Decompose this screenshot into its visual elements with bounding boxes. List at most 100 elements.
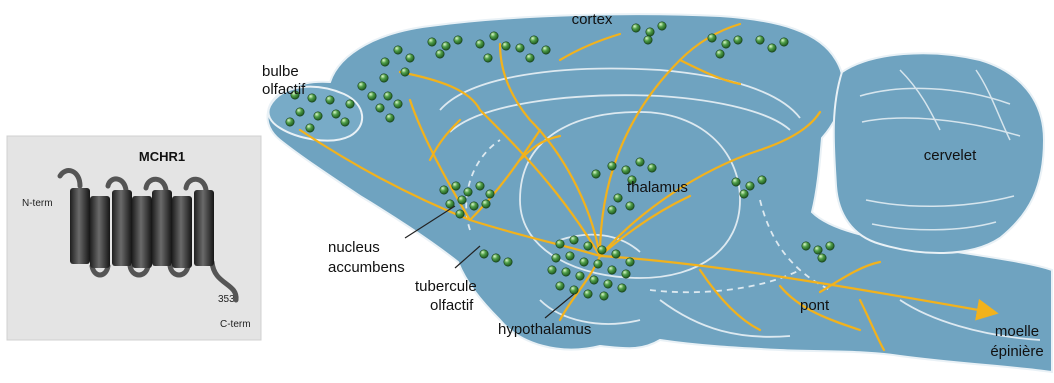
neuron-9 xyxy=(341,118,349,126)
tubercule-label-line2: olfactif xyxy=(430,297,474,314)
neuron-71 xyxy=(570,236,578,244)
neuron-27 xyxy=(502,42,510,50)
neuron-57 xyxy=(636,158,644,166)
neuron-41 xyxy=(756,36,764,44)
neuron-15 xyxy=(386,114,394,122)
neuron-74 xyxy=(612,250,620,258)
neuron-44 xyxy=(440,186,448,194)
nucleus-label-line2: accumbens xyxy=(328,259,405,276)
neuron-3 xyxy=(296,108,304,116)
neuron-10 xyxy=(358,82,366,90)
neuron-83 xyxy=(562,268,570,276)
neuron-89 xyxy=(570,286,578,294)
neuron-5 xyxy=(332,110,340,118)
neuron-17 xyxy=(394,46,402,54)
neuron-58 xyxy=(648,164,656,172)
neuron-73 xyxy=(598,246,606,254)
moelle-label-line2: épinière xyxy=(990,343,1043,360)
neuron-38 xyxy=(722,40,730,48)
receptor-title: MCHR1 xyxy=(139,149,185,164)
neuron-75 xyxy=(626,258,634,266)
neuron-82 xyxy=(548,266,556,274)
n-term-label: N-term xyxy=(22,198,53,209)
neuron-53 xyxy=(456,210,464,218)
neuron-28 xyxy=(484,54,492,62)
helix-1 xyxy=(70,188,90,264)
neuron-47 xyxy=(476,182,484,190)
neuron-66 xyxy=(740,190,748,198)
c-term-label: C-term xyxy=(220,319,251,330)
neuron-63 xyxy=(732,178,740,186)
neuron-46 xyxy=(464,188,472,196)
neuron-48 xyxy=(486,190,494,198)
neuron-16 xyxy=(381,58,389,66)
neuron-60 xyxy=(614,194,622,202)
neuron-81 xyxy=(622,270,630,278)
neuron-39 xyxy=(734,36,742,44)
neuron-2 xyxy=(326,96,334,104)
helix-2 xyxy=(90,196,110,268)
neuron-26 xyxy=(490,32,498,40)
neuron-77 xyxy=(566,252,574,260)
neuron-62 xyxy=(608,206,616,214)
neuron-31 xyxy=(542,46,550,54)
neuron-22 xyxy=(442,42,450,50)
cervelet-label: cervelet xyxy=(924,147,977,164)
nucleus-label-line1: nucleus xyxy=(328,239,380,256)
neuron-20 xyxy=(380,74,388,82)
neuron-72 xyxy=(584,242,592,250)
neuron-29 xyxy=(516,44,524,52)
residue-count-label: 353 xyxy=(218,294,235,305)
neuron-68 xyxy=(492,254,500,262)
hypothalamus-label: hypothalamus xyxy=(498,321,591,338)
neuron-18 xyxy=(406,54,414,62)
neuron-33 xyxy=(632,24,640,32)
neuron-37 xyxy=(708,34,716,42)
neuron-7 xyxy=(306,124,314,132)
neuron-40 xyxy=(716,50,724,58)
neuron-52 xyxy=(482,200,490,208)
neuron-14 xyxy=(394,100,402,108)
helix-6 xyxy=(172,196,192,268)
neuron-86 xyxy=(604,280,612,288)
neuron-80 xyxy=(608,266,616,274)
neuron-88 xyxy=(556,282,564,290)
moelle-label-line1: moelle xyxy=(995,323,1039,340)
neuron-32 xyxy=(526,54,534,62)
helix-4 xyxy=(132,196,152,268)
neuron-4 xyxy=(314,112,322,120)
neuron-24 xyxy=(436,50,444,58)
neuron-25 xyxy=(476,40,484,48)
neuron-34 xyxy=(646,28,654,36)
neuron-90 xyxy=(584,290,592,298)
neuron-61 xyxy=(626,202,634,210)
neuron-67 xyxy=(480,250,488,258)
helix-5 xyxy=(152,190,172,266)
neuron-36 xyxy=(644,36,652,44)
neuron-35 xyxy=(658,22,666,30)
receptor-panel: MCHR1 N-term 353 C-term xyxy=(7,136,261,340)
thalamus-label: thalamus xyxy=(627,179,688,196)
neuron-1 xyxy=(308,94,316,102)
neuron-54 xyxy=(592,170,600,178)
neuron-91 xyxy=(600,292,608,300)
neuron-12 xyxy=(376,104,384,112)
cortex-label: cortex xyxy=(572,11,613,28)
neuron-13 xyxy=(384,92,392,100)
bulbe-label-line2: olfactif xyxy=(262,81,306,98)
helix-7 xyxy=(194,190,214,266)
neuron-45 xyxy=(452,182,460,190)
neuron-95 xyxy=(818,254,826,262)
neuron-94 xyxy=(826,242,834,250)
neuron-19 xyxy=(401,68,409,76)
neuron-85 xyxy=(590,276,598,284)
neuron-87 xyxy=(618,284,626,292)
neuron-42 xyxy=(768,44,776,52)
neuron-49 xyxy=(458,196,466,204)
bulbe-label-line1: bulbe xyxy=(262,63,299,80)
neuron-76 xyxy=(552,254,560,262)
pont-label: pont xyxy=(800,297,830,314)
neuron-78 xyxy=(580,258,588,266)
neuron-11 xyxy=(368,92,376,100)
